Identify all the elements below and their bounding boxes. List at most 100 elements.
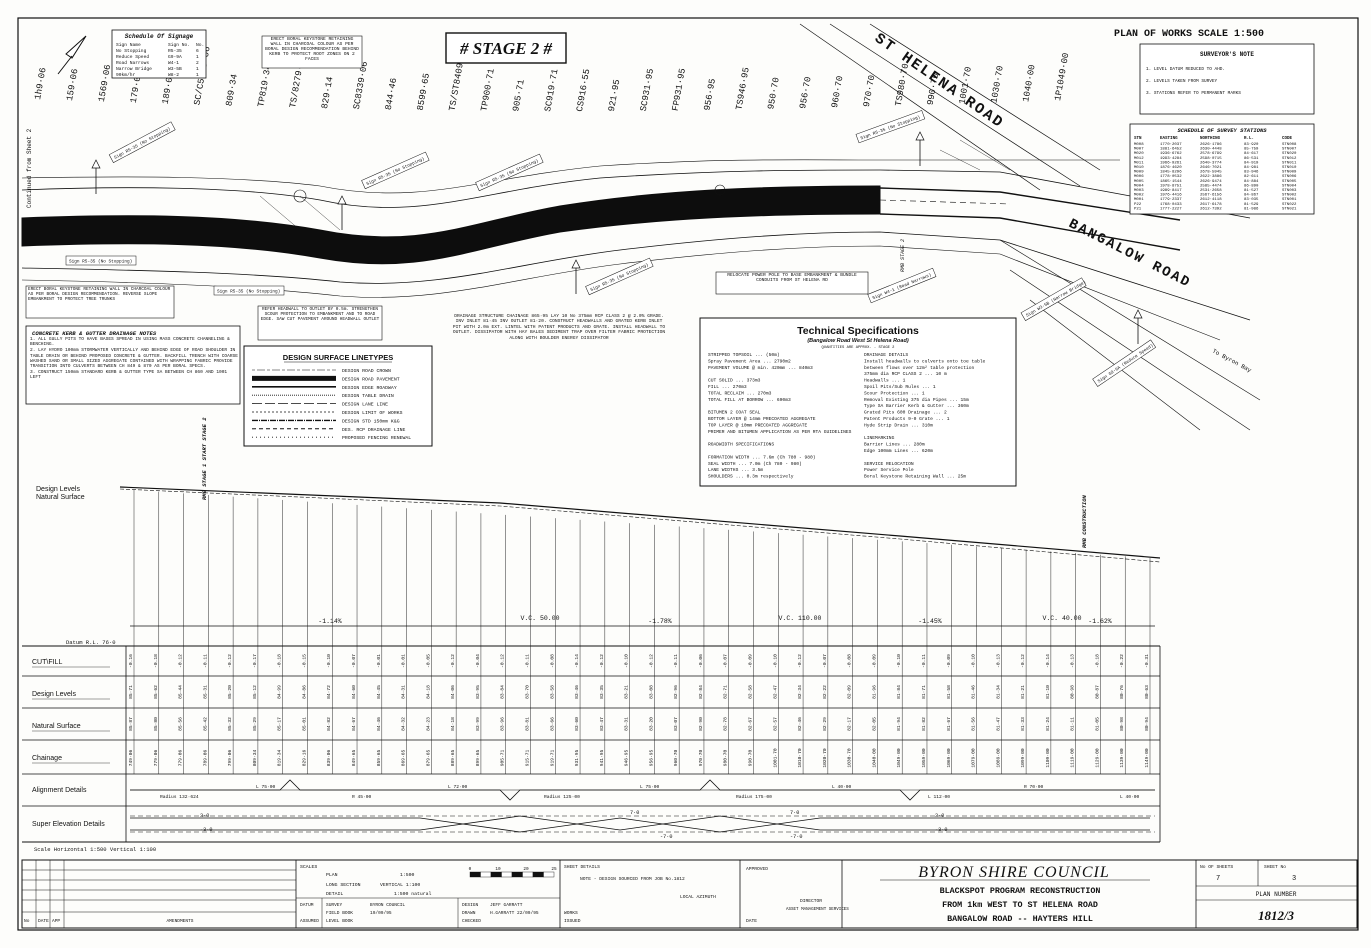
- station-cell: 2585·4474: [1200, 184, 1222, 188]
- profile-value: 81·94: [896, 717, 902, 731]
- station-cell: 85·759: [1244, 148, 1259, 152]
- profile-value: -0.09: [946, 654, 952, 668]
- project-title: BYRON SHIRE COUNCIL BLACKSPOT PROGRAM RE…: [880, 860, 1197, 928]
- callout-retaining-wall: ERECT BORAL KEYSTONE RETAINING WALL IN C…: [265, 37, 359, 62]
- station-cell: STN007: [1282, 148, 1297, 152]
- linetype-label: DESIGN ROAD PAVEMENT: [342, 376, 400, 382]
- spec-line: Power Service Pole: [864, 467, 914, 473]
- profile-value: 85·20: [227, 685, 233, 699]
- scale-bar-tick: 25: [551, 867, 557, 872]
- spec-line: Edge 100mm Lines ... 620m: [864, 448, 933, 454]
- chainage-label: 1030·70: [989, 65, 1005, 104]
- design-level-line: [119, 486, 1161, 559]
- technical-specifications: Technical Specifications (Bangalow Road …: [699, 317, 1017, 487]
- chainage-label: TP819·34: [256, 64, 273, 108]
- profile-value: 83·58: [549, 685, 555, 699]
- north-arrow-icon: [57, 35, 87, 75]
- super-elevation-label: 3·0: [200, 813, 209, 819]
- profile-value: 919·71: [549, 749, 555, 766]
- alignment-label: L 40·00: [1120, 794, 1140, 800]
- sign-callout: Sign R5-35 (No Stopping): [65, 255, 137, 266]
- alignment-label: L 75·00: [640, 784, 660, 790]
- svg-text:Schedule Of Signage: Schedule Of Signage: [125, 33, 194, 40]
- svg-text:SCALES: SCALES: [300, 864, 317, 870]
- chainage-label: 829·14: [320, 76, 335, 110]
- surveyor-note-line: 1. LEVEL DATUM REDUCED TO AHD.: [1146, 67, 1225, 72]
- spec-line: SHOULDERS ... 0.3m respectively: [708, 474, 794, 480]
- station-cell: 86·531: [1244, 157, 1259, 161]
- profile-value: 83·47: [599, 717, 605, 731]
- profile-value: 81·56: [971, 717, 977, 731]
- profile-value: 905·71: [500, 749, 506, 766]
- profile-value: 956·95: [648, 749, 654, 766]
- station-cell: 86·890: [1244, 184, 1259, 188]
- station-cell: 2578·6799: [1200, 152, 1222, 156]
- sheet-border: [17, 17, 1359, 931]
- spec-line: between flows over 12m² table protection: [864, 365, 975, 371]
- chainage-label: 960·70: [830, 75, 845, 109]
- svg-text:Sign R5-35 (No Stopping): Sign R5-35 (No Stopping): [590, 263, 650, 293]
- station-cell: M007: [1134, 148, 1144, 152]
- profile-value: -0.22: [1119, 654, 1125, 668]
- sign-callout: Sign R5-35 (No Stopping): [213, 285, 285, 296]
- arrow-icon: [915, 131, 925, 141]
- station-cell: 1770·2037: [1160, 143, 1182, 147]
- profile-value: 1079·00: [971, 748, 977, 768]
- spec-line: FORMATION WIDTH ... 7.6m (Ch 780 - 980): [708, 454, 816, 460]
- station-header: EASTING: [1160, 137, 1178, 141]
- svg-text:ASSUMED: ASSUMED: [300, 918, 319, 924]
- station-header: NORTHING: [1200, 137, 1221, 141]
- profile-value: 82·47: [772, 685, 778, 699]
- station-cell: 1845·8296: [1160, 171, 1182, 175]
- profile-value: 1001·70: [772, 748, 778, 768]
- profile-value: 84·72: [326, 685, 332, 699]
- svg-text:H.GARRATT 22/09/95: H.GARRATT 22/09/95: [490, 910, 539, 916]
- svg-text:Sign W3-5B (Narrow Bridge): Sign W3-5B (Narrow Bridge): [1025, 280, 1087, 319]
- linetype-label: DESIGN ROAD CROWN: [342, 368, 391, 374]
- chainage-label: 1569·06: [97, 64, 113, 103]
- title-block: No DATE APP AMENDMENTS SCALES PLAN LONG …: [21, 859, 1358, 929]
- profile-value: 1049·00: [896, 748, 902, 768]
- svg-text:NOTE - DESIGN SOURCED FROM JOB: NOTE - DESIGN SOURCED FROM JOB No.1812: [580, 876, 685, 882]
- spec-line: Spoil Pits/Sub Rules ... 1: [864, 384, 936, 390]
- profile-value: 80·94: [1144, 717, 1150, 731]
- profile-value: -0.10: [971, 654, 977, 668]
- spec-line: BOTTOM LAYER @ 14mm PRECOATED AGGREGATE: [708, 416, 816, 422]
- spec-line: DRAINAGE DETAILS: [864, 352, 908, 358]
- profile-value: 84·46: [376, 717, 382, 731]
- station-header: STN: [1134, 137, 1142, 141]
- profile-value: 85·87: [128, 717, 134, 731]
- spec-line: Patent Products 9-0 Grate ... 1: [864, 416, 950, 422]
- surveyor-note-line: 2. LEVELS TAKEN FROM SURVEY: [1146, 79, 1218, 84]
- sign-callout: Sign R5-35 (No Stopping): [585, 257, 654, 296]
- profile-value: -0.15: [301, 654, 307, 668]
- arrow-icon: [91, 159, 101, 169]
- profile-value: 1099·00: [1020, 748, 1026, 768]
- profile-value: 81·24: [1045, 717, 1051, 731]
- spec-line: TOTAL RECLAIM ... 270m3: [708, 390, 772, 396]
- profile-value: -0.07: [723, 654, 729, 668]
- spec-line: Spray Pavement Area ... 2790m2: [708, 358, 791, 364]
- signage-name: Reduce Speed: [116, 54, 149, 60]
- svg-text:DIRECTOR: DIRECTOR: [800, 898, 822, 904]
- profile-value: 81·34: [995, 685, 1001, 699]
- station-cell: 84·981: [1244, 166, 1259, 170]
- chainage-label: 1P1049·00: [1053, 52, 1071, 102]
- station-cell: 2626·1786: [1200, 143, 1222, 147]
- chainage-label: 1040·00: [1021, 64, 1037, 103]
- profile-value: -0.17: [252, 654, 258, 668]
- spec-line: Removal Existing 375 dia Pipes ... 15m: [864, 397, 969, 403]
- scale-bar-segment: [511, 871, 523, 878]
- station-cell: STN012: [1282, 157, 1297, 161]
- alignment-label: L 112·00: [928, 794, 950, 800]
- profile-value: 85·44: [178, 685, 184, 699]
- svg-text:QUANTITIES ARE APPROX. - STAGE: QUANTITIES ARE APPROX. - STAGE 2: [822, 346, 896, 350]
- plan-view: 1h9·06159·061569·06179·06189·06SC/C5799·…: [21, 23, 1315, 548]
- chainage-label: TS946·95: [734, 67, 751, 111]
- profile-value: -0.01: [376, 654, 382, 668]
- spec-line: PAVEMENT VOLUME @ min. 420mm ... 840m3: [708, 365, 813, 371]
- station-cell: 2622·3886: [1200, 175, 1222, 179]
- station-cell: STN004: [1282, 184, 1297, 188]
